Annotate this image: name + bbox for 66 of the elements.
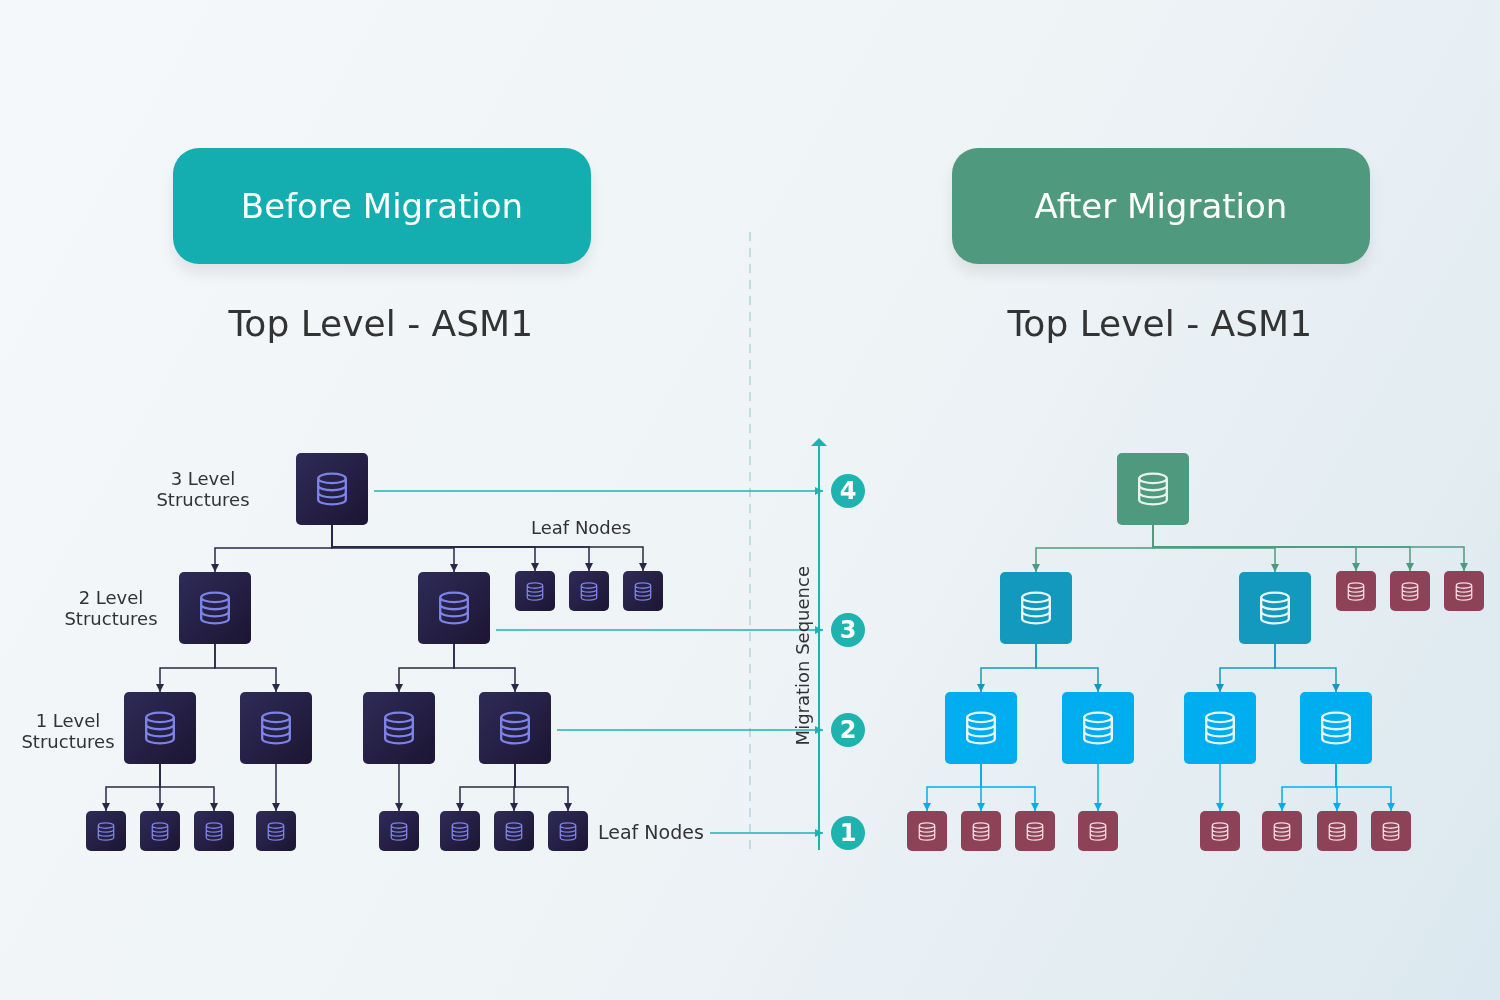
connector-arrow xyxy=(980,763,1039,812)
database-tile xyxy=(1000,572,1072,644)
database-tile xyxy=(140,811,180,851)
level-label: 1 Level Structures xyxy=(20,709,116,753)
database-tile xyxy=(1444,571,1484,611)
database-tile xyxy=(296,453,368,525)
database-tile xyxy=(1117,453,1189,525)
database-tile xyxy=(623,571,663,611)
database-tile xyxy=(1300,692,1372,764)
section-header: After Migration xyxy=(952,148,1370,264)
database-tile xyxy=(1371,811,1411,851)
database-tile xyxy=(907,811,947,851)
section-subtitle: Top Level - ASM1 xyxy=(228,301,534,345)
database-tile xyxy=(363,692,435,764)
database-tile xyxy=(945,692,1017,764)
database-tile xyxy=(548,811,588,851)
connector-arrow xyxy=(453,643,519,693)
database-tile xyxy=(479,692,551,764)
database-tile xyxy=(194,811,234,851)
database-tile xyxy=(1078,811,1118,851)
step-badge: 3 xyxy=(831,613,865,647)
node-label: Leaf Nodes xyxy=(598,821,704,844)
database-tile xyxy=(379,811,419,851)
connector-arrow xyxy=(214,643,280,693)
section-subtitle: Top Level - ASM1 xyxy=(1007,301,1313,345)
database-tile xyxy=(256,811,296,851)
database-tile xyxy=(961,811,1001,851)
axis-label: Migration Sequence xyxy=(792,565,814,745)
connector-arrow xyxy=(395,763,403,812)
database-tile xyxy=(1336,571,1376,611)
database-tile xyxy=(1015,811,1055,851)
connector-arrow xyxy=(556,726,824,734)
database-tile xyxy=(569,571,609,611)
connector-arrow xyxy=(1274,643,1340,693)
database-tile xyxy=(440,811,480,851)
level-label: 2 Level Structures xyxy=(63,586,159,630)
database-tile xyxy=(515,571,555,611)
database-tile xyxy=(1317,811,1357,851)
connector-arrow xyxy=(1094,763,1102,812)
connector-arrow xyxy=(159,763,218,812)
database-tile xyxy=(124,692,196,764)
database-tile xyxy=(1390,571,1430,611)
database-tile xyxy=(1200,811,1240,851)
database-tile xyxy=(1184,692,1256,764)
database-tile xyxy=(240,692,312,764)
database-tile xyxy=(494,811,534,851)
connector-arrow xyxy=(1335,763,1395,812)
connector-arrow xyxy=(514,763,572,812)
database-tile xyxy=(1262,811,1302,851)
database-tile xyxy=(1062,692,1134,764)
connector-arrow xyxy=(373,487,824,495)
step-badge: 4 xyxy=(831,474,865,508)
section-header: Before Migration xyxy=(173,148,591,264)
step-badge: 1 xyxy=(831,816,865,850)
connector-arrow xyxy=(1216,763,1224,812)
connector-arrow xyxy=(495,626,824,634)
database-tile xyxy=(86,811,126,851)
database-tile xyxy=(179,572,251,644)
level-label: 3 Level Structures xyxy=(155,467,251,511)
leaf-label: Leaf Nodes xyxy=(531,517,632,539)
step-badge: 2 xyxy=(831,713,865,747)
connector-arrow xyxy=(709,829,824,837)
database-tile xyxy=(418,572,490,644)
connector-arrow xyxy=(272,763,280,812)
connector-arrow xyxy=(1035,643,1102,693)
database-tile xyxy=(1239,572,1311,644)
